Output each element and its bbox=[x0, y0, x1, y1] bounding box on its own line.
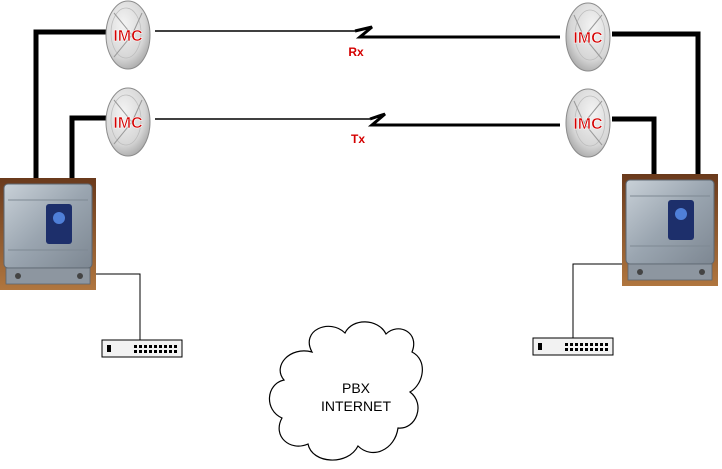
link-tx-bolt bbox=[367, 112, 560, 127]
network-switch-icon bbox=[532, 337, 614, 356]
dish-brand-label: IMC bbox=[113, 28, 143, 45]
cable-right-bottom bbox=[612, 116, 657, 178]
cable-right-top bbox=[612, 31, 701, 178]
dish-brand-label: IMC bbox=[113, 115, 143, 132]
wireless-links bbox=[155, 25, 560, 127]
odu-left bbox=[0, 177, 97, 291]
outdoor-radio-unit-icon bbox=[0, 177, 97, 291]
cloud-label-line2: INTERNET bbox=[321, 398, 391, 414]
link-tx-label: Tx bbox=[351, 132, 365, 146]
cable-left-top bbox=[33, 29, 112, 178]
switch-left bbox=[101, 339, 183, 358]
switch-right bbox=[532, 337, 614, 356]
dish-left-top: IMC bbox=[105, 0, 151, 70]
ethernet-lines bbox=[96, 263, 622, 340]
dish-brand-label: IMC bbox=[573, 30, 603, 47]
ethernet-right bbox=[572, 263, 622, 338]
cable-left-bottom bbox=[69, 115, 112, 178]
dish-brand-label: IMC bbox=[573, 116, 603, 133]
cloud-icon bbox=[268, 321, 423, 461]
cloud-label-line1: PBX bbox=[342, 380, 371, 396]
link-rx-label: Rx bbox=[348, 45, 364, 59]
ethernet-left bbox=[96, 273, 141, 340]
pbx-internet-cloud: PBX INTERNET bbox=[268, 321, 423, 461]
odu-right bbox=[621, 173, 719, 287]
dish-left-bottom: IMC bbox=[105, 87, 151, 157]
outdoor-radio-unit-icon bbox=[621, 173, 719, 287]
cables bbox=[33, 29, 701, 178]
network-switch-icon bbox=[101, 339, 183, 358]
link-rx-bolt bbox=[354, 25, 560, 39]
